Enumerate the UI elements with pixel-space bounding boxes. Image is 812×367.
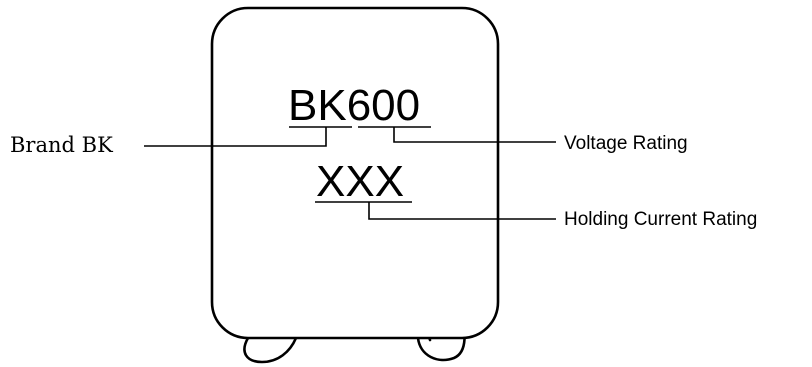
voltage-rating-label: Voltage Rating [564,133,688,154]
brand-code: BK [288,81,347,130]
left-leg-loop [243,336,298,364]
current-leader-line [368,202,556,220]
brand-leader-line [144,127,327,147]
voltage-code: 600 [347,81,420,130]
voltage-leader-line [393,127,556,143]
device-body [210,6,500,340]
holding-current-rating-label: Holding Current Rating [564,209,757,230]
brand-label: Brand BK [10,133,113,157]
marking-line1: BK600 [288,81,420,130]
marking-line2: XXX [316,157,404,206]
